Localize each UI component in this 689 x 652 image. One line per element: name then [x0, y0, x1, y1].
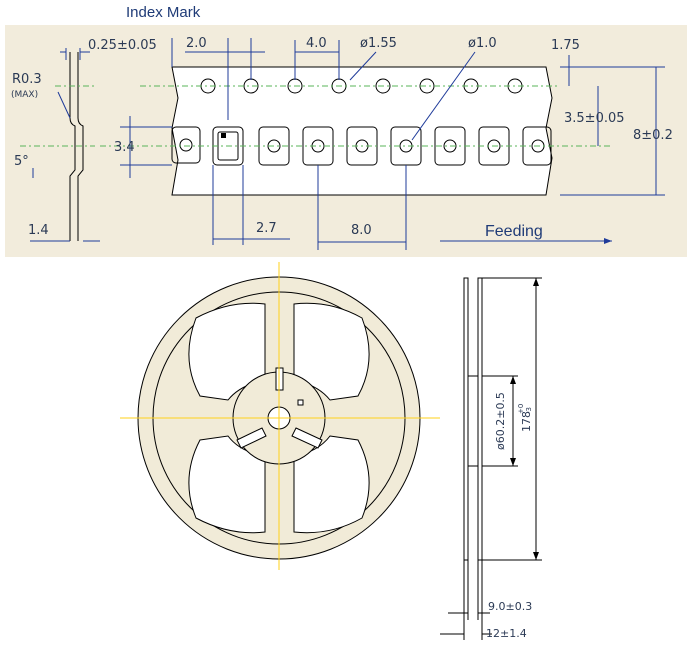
pocket-hole-diameter-label: ø1.0 — [468, 36, 497, 51]
reel-diameter-tol-top: +0 — [517, 404, 525, 414]
thickness-label: 0.25±0.05 — [88, 38, 157, 53]
pitch-8-0-label: 8.0 — [351, 223, 372, 238]
reel-diameter-label: 178 — [520, 411, 533, 432]
dim-4-0-label: 4.0 — [306, 36, 327, 51]
dim-2-7-label: 2.7 — [256, 221, 277, 236]
hub-diameter-label: ø60.2±0.5 — [494, 392, 507, 450]
tape-width-label: 8±0.2 — [633, 128, 673, 143]
profile-width-label: 1.4 — [28, 223, 49, 238]
dim-2-0-label: 2.0 — [186, 36, 207, 51]
tape-dimension-lines — [120, 38, 665, 250]
angle-label: 5° — [14, 154, 29, 169]
reel-front-view — [120, 262, 440, 570]
reel-diameter-tol-bottom: -3 — [525, 407, 533, 414]
feeding-label: Feeding — [485, 223, 543, 240]
radius-label: R0.3 — [12, 72, 42, 87]
carrier-tape — [100, 66, 610, 196]
index-mark-title: Index Mark — [126, 4, 201, 21]
reel-side-view — [440, 277, 542, 640]
radius-note-label: (MAX) — [11, 90, 38, 100]
tape-side-profile — [20, 48, 100, 242]
sprocket-diameter-label: ø1.55 — [360, 36, 397, 51]
dim-1-75-label: 1.75 — [551, 38, 580, 53]
dim-3-4-label: 3.4 — [114, 140, 135, 155]
dim-3-5-label: 3.5±0.05 — [564, 111, 625, 126]
reel-inner-width-label: 9.0±0.3 — [488, 600, 532, 613]
reel-outer-width-label: 12±1.4 — [486, 627, 527, 640]
